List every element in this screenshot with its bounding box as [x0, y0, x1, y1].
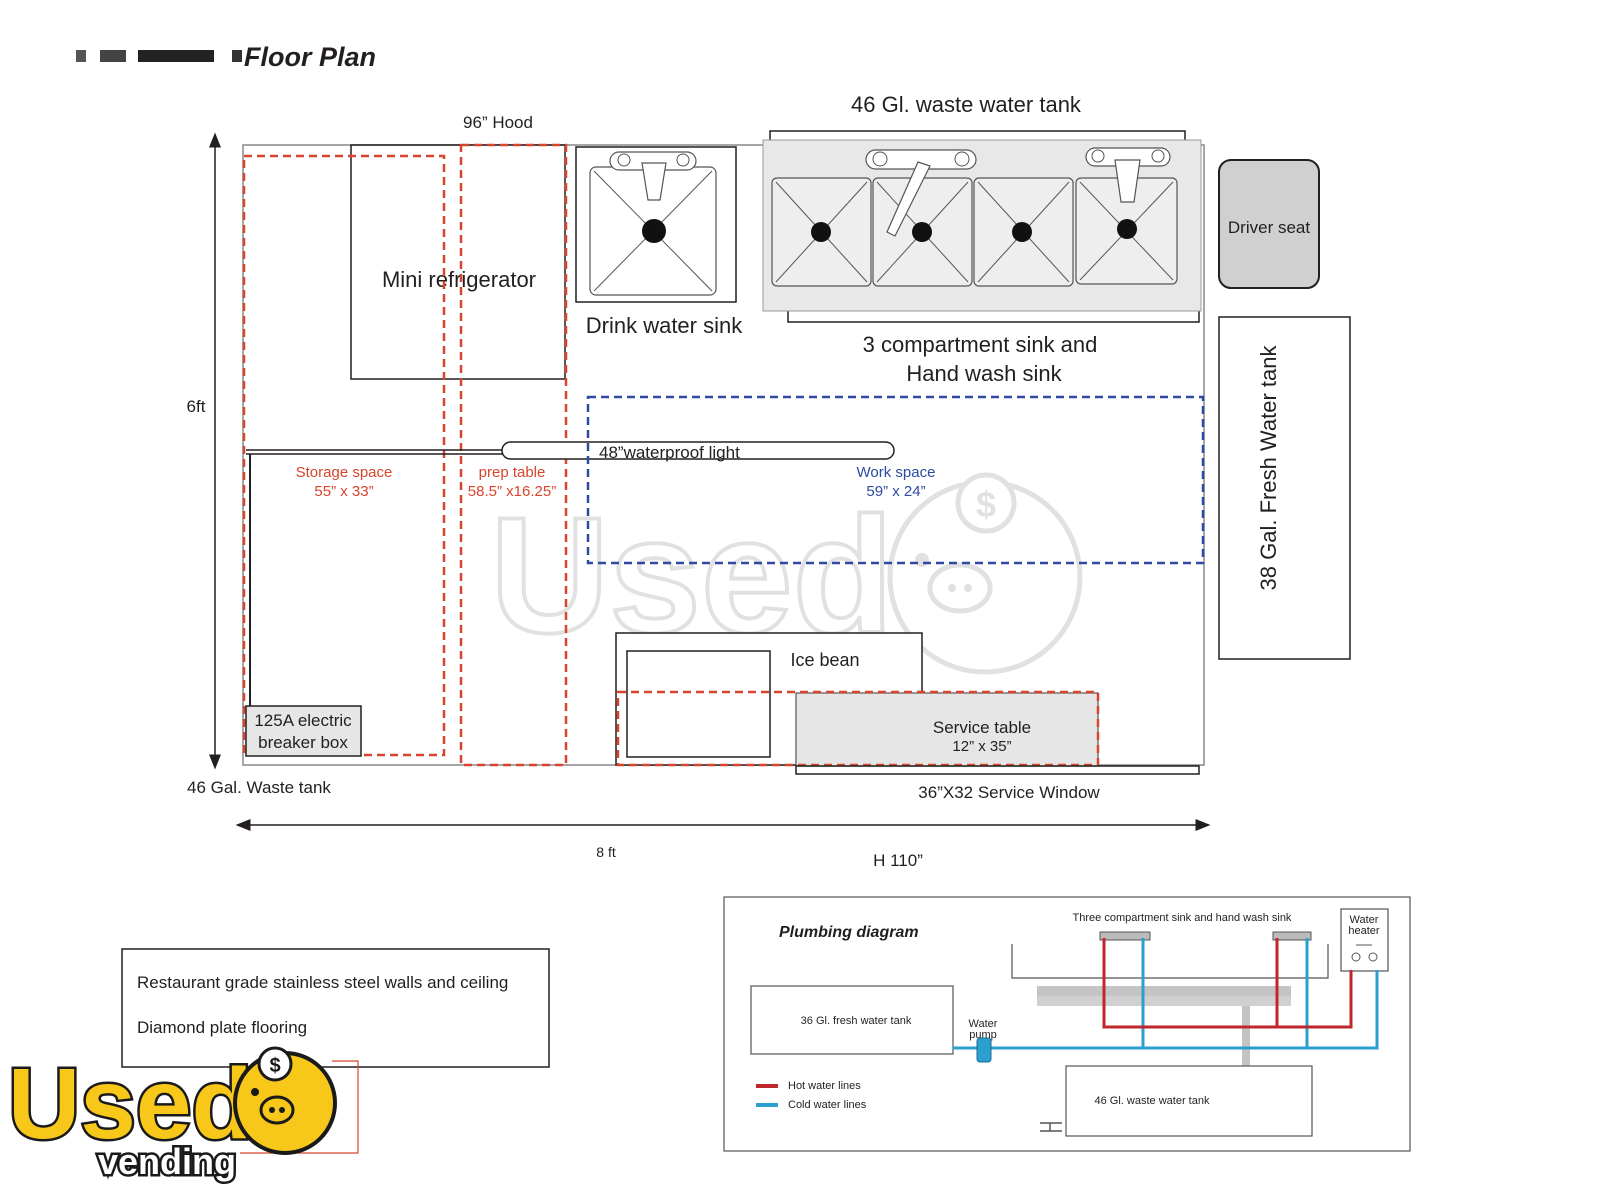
logo-dollar-icon: $ [257, 1046, 293, 1082]
page-title: Floor Plan [244, 42, 376, 72]
prep-table-label: prep table [479, 464, 546, 481]
plumbing-sink-label: Three compartment sink and hand wash sin… [1073, 912, 1292, 924]
water-pump-label-line1: Water [969, 1018, 998, 1030]
waste-tank-bottom-label: 46 Gal. Waste tank [187, 778, 331, 797]
pig-face-icon [887, 479, 1083, 675]
svg-text:$: $ [269, 1055, 280, 1077]
plumbing-fresh-water-tank [750, 985, 954, 1055]
plumbing-diagram: Plumbing diagram Three compartment sink … [723, 896, 1411, 1152]
hood-label: 96” Hood [463, 113, 533, 132]
driver-seat-label: Driver seat [1228, 218, 1310, 237]
legend-hot-label: Hot water lines [788, 1080, 861, 1092]
width-label: 8 ft [596, 844, 616, 860]
legend-hot-swatch [756, 1084, 778, 1088]
features-box [121, 948, 550, 1068]
waste-water-tank-top-label: 46 Gl. waste water tank [851, 92, 1082, 117]
drain-valve-icon [1040, 1122, 1062, 1132]
service-table-area [616, 690, 1100, 767]
waterproof-light [501, 441, 895, 460]
breaker-box-label-line2: breaker box [258, 733, 348, 752]
hand-faucet-icon [1085, 147, 1171, 203]
storage-space-area [242, 154, 446, 757]
fresh-water-tank-label: 38 Gal. Fresh Water tank [1256, 345, 1281, 591]
logo-word-vending: vending [98, 1141, 236, 1182]
ice-bin-label: Ice bean [790, 650, 859, 670]
water-heater-label-line1: Water [1350, 914, 1379, 926]
drink-water-sink [575, 146, 737, 303]
compartment-sink-label-line1: 3 compartment sink and [863, 332, 1098, 357]
plumbing-waste-water-tank [1065, 1065, 1313, 1137]
three-compartment-sink [762, 139, 1202, 312]
hot-water-lines [1102, 938, 1279, 1029]
plumbing-fresh-tank-label: 36 Gl. fresh water tank [801, 1015, 912, 1027]
storage-space-label: Storage space [296, 464, 393, 481]
sink-basin-3 [973, 177, 1074, 287]
hot-water-from-heater [1277, 970, 1353, 1029]
waterproof-light-label: 48”waterproof light [599, 443, 740, 462]
service-table-size: 12” x 35” [952, 738, 1011, 755]
water-heater-label-line2: heater [1348, 925, 1380, 937]
breaker-box-label-line1: 125A electric [254, 711, 352, 730]
watermark-word-used: Used [490, 483, 893, 667]
title-redaction [76, 50, 242, 62]
faucet-icon [865, 149, 977, 237]
dollar-sign-icon: $ [955, 472, 1017, 534]
driver-seat [1218, 159, 1320, 289]
work-space-size: 59” x 24” [866, 483, 925, 500]
prep-table-size: 58.5” x16.25” [468, 483, 556, 500]
water-heater [1340, 908, 1389, 972]
plumbing-waste-tank-label: 46 Gl. waste water tank [1095, 1095, 1210, 1107]
electric-breaker-box [245, 705, 362, 757]
service-table-label: Service table [933, 718, 1031, 737]
cold-water-main [953, 970, 1379, 1050]
feature-walls: Restaurant grade stainless steel walls a… [137, 973, 508, 992]
water-pump [976, 1037, 992, 1063]
service-table [795, 692, 1099, 767]
logo-pig-icon [233, 1051, 337, 1155]
height-label: 6ft [187, 397, 206, 416]
compartment-sink-label-line2: Hand wash sink [906, 361, 1062, 386]
ice-bin-lid [626, 650, 771, 758]
plumbing-title: Plumbing diagram [779, 924, 919, 941]
service-window [795, 765, 1200, 775]
drink-water-sink-label: Drink water sink [586, 313, 743, 338]
hand-wash-basin [1075, 177, 1178, 285]
legend-cold-label: Cold water lines [788, 1099, 867, 1111]
legend-cold-swatch [756, 1103, 778, 1107]
work-space-label: Work space [857, 464, 936, 481]
svg-text:$: $ [976, 484, 996, 525]
fresh-water-tank [1218, 316, 1351, 660]
prep-table-area [459, 143, 568, 767]
service-window-label: 36”X32 Service Window [918, 783, 1100, 802]
sink-basin-1 [771, 177, 872, 287]
sink-basin-2 [872, 177, 973, 287]
feature-flooring: Diamond plate flooring [137, 1018, 307, 1037]
storage-space-size: 55” x 33” [314, 483, 373, 500]
mini-refrigerator-label: Mini refrigerator [382, 267, 536, 292]
mini-refrigerator [350, 144, 566, 380]
logo-word-used: Used [8, 1048, 253, 1160]
used-vending-logo: Used vending $ [6, 1046, 359, 1185]
plumbing-sink-drawing [1011, 931, 1329, 1076]
h-dimension-label: H 110” [873, 851, 923, 870]
